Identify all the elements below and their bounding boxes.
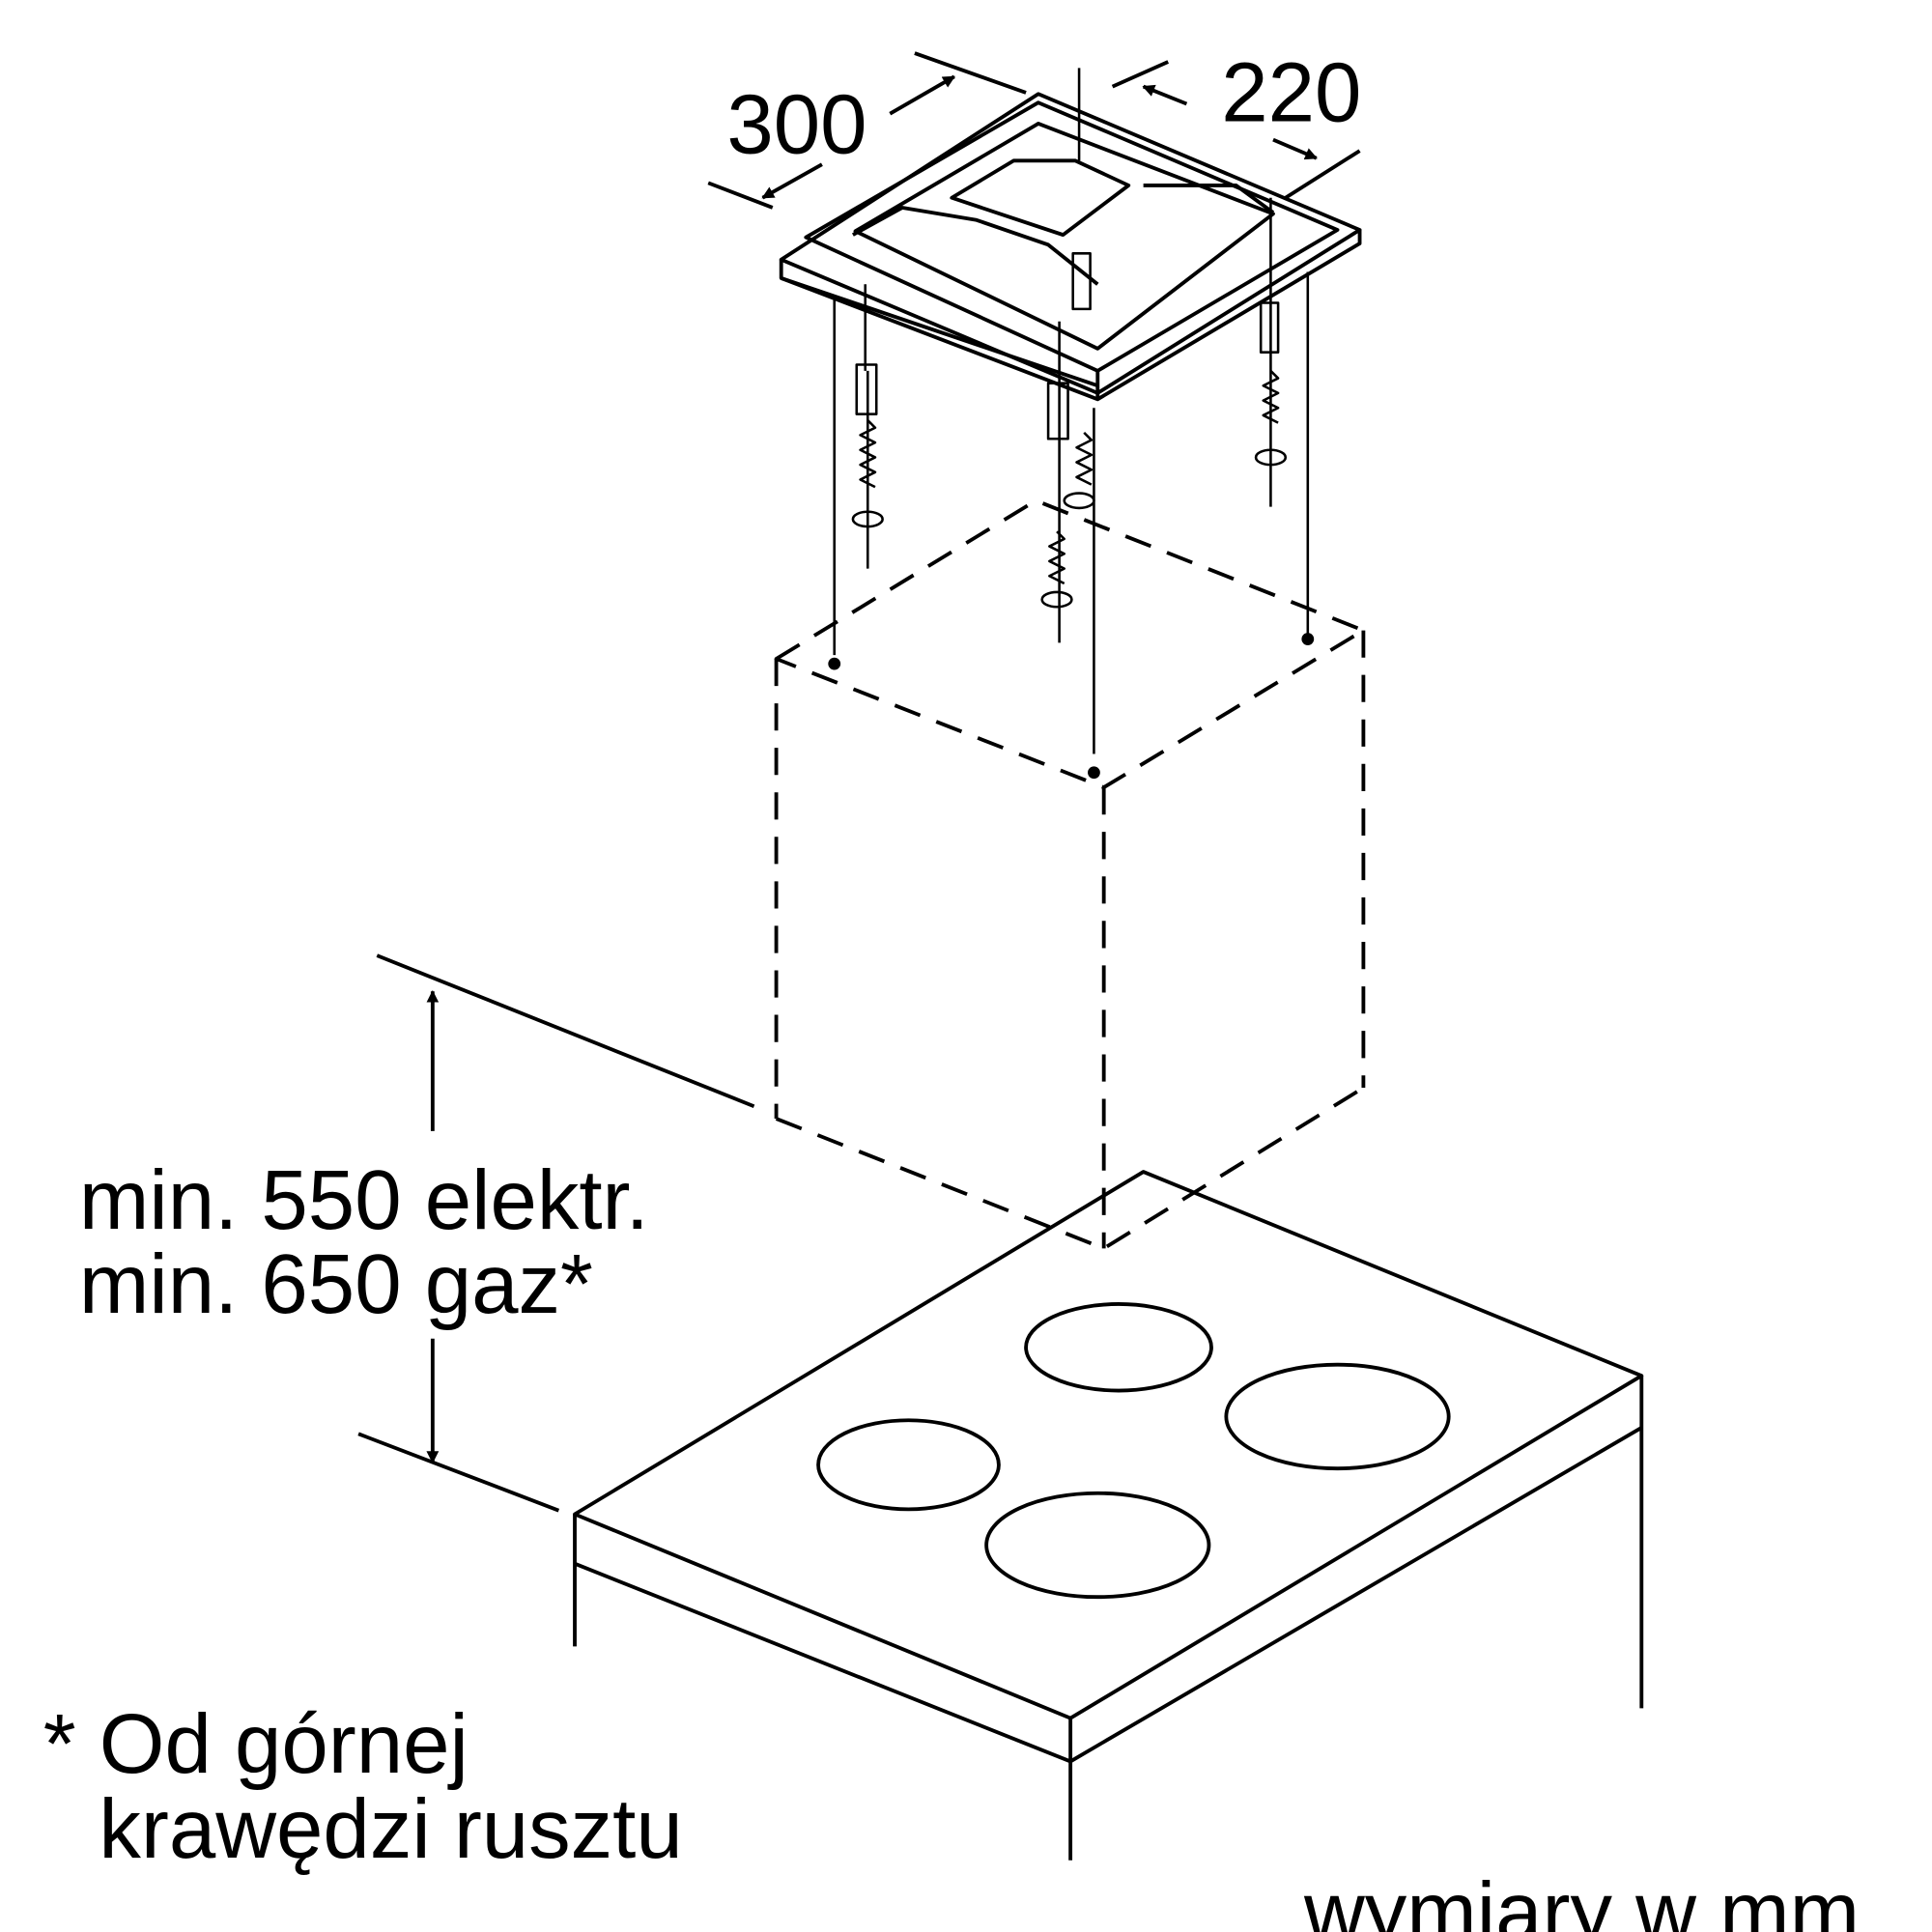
cooktop [573,1170,1644,1861]
burner [1224,1362,1451,1471]
mounting-plate [779,92,1362,402]
burner [816,1418,1001,1512]
height-dimension [357,953,755,1513]
burner [1024,1302,1213,1393]
height-note-electric: min. 550 elektr. [79,1153,649,1247]
plate-dimensions [707,51,1361,210]
height-note-gas: min. 650 gaz* [79,1237,593,1331]
wall-anchors [828,68,1315,780]
burner [984,1491,1211,1600]
footnote-line2: krawędzi rusztu [99,1782,682,1876]
width-dimension-label: 220 [1221,45,1361,139]
depth-dimension-label: 300 [726,78,867,172]
footnote-line1: * Od górnej [43,1697,469,1791]
units-note: wymiary w mm [1303,1865,1860,1932]
chimney-outline [774,498,1366,1251]
